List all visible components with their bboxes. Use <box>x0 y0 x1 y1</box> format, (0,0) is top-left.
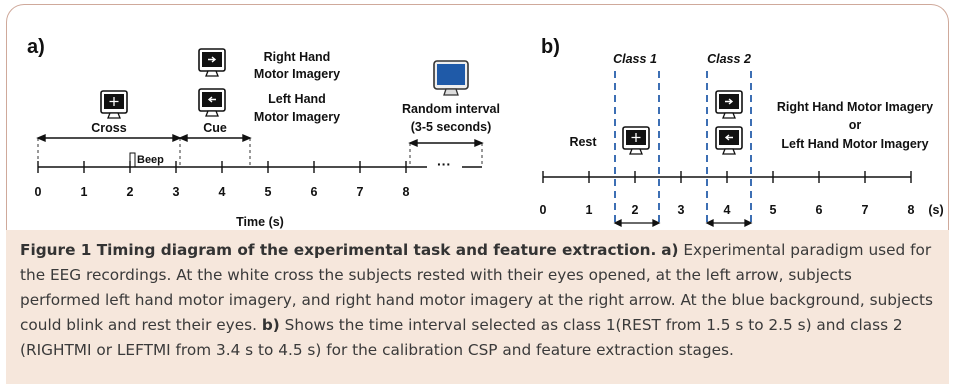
tick-label: 7 <box>862 203 869 217</box>
panel-a-label: a) <box>27 36 45 58</box>
cross-label: Cross <box>91 121 126 135</box>
class-2-label: Class 2 <box>707 52 751 66</box>
monitor-right-arrow-icon <box>715 90 743 119</box>
tick-label: 6 <box>816 203 823 217</box>
beep-label: Beep <box>137 154 164 166</box>
caption-a-label: a) <box>661 241 679 259</box>
panel-a-interval-arrows <box>36 133 484 148</box>
class-window-guides <box>614 71 752 223</box>
monitor-left-arrow-icon <box>715 126 743 155</box>
random-interval-label: Random interval(3-5 seconds) <box>402 102 500 134</box>
monitor-cross-icon <box>622 126 650 155</box>
tick-label: 5 <box>265 185 272 199</box>
caption-a-text: Experimental paradigm used for the EEG r… <box>20 241 934 334</box>
tick-label: 5 <box>770 203 777 217</box>
tick-label: 4 <box>724 203 731 217</box>
panel-b-tick-labels: 0 1 2 3 4 5 6 7 8 <box>540 203 915 217</box>
tick-label: 7 <box>357 185 364 199</box>
monitor-blue-screen-icon <box>433 60 469 96</box>
panel-a-tick-labels: 0 1 2 3 4 5 6 7 8 <box>35 185 410 199</box>
cue-label: Cue <box>203 121 227 135</box>
tick-label: 2 <box>632 203 639 217</box>
panel-b-label: b) <box>541 36 560 58</box>
tick-label: 8 <box>908 203 915 217</box>
tick-label: 0 <box>540 203 547 217</box>
panel-b-unit-label: (s) <box>928 203 943 217</box>
tick-label: 4 <box>219 185 226 199</box>
caption-b-label: b) <box>261 316 280 334</box>
monitor-left-arrow-icon <box>198 88 226 117</box>
tick-label: 3 <box>678 203 685 217</box>
tick-label: 2 <box>127 185 134 199</box>
figure-caption: Figure 1 Timing diagram of the experimen… <box>6 230 949 384</box>
caption-paragraph: Figure 1 Timing diagram of the experimen… <box>20 238 935 363</box>
rest-label: Rest <box>569 135 597 149</box>
tick-label: 1 <box>586 203 593 217</box>
caption-b-text: Shows the time interval selected as clas… <box>20 316 903 359</box>
monitor-cross-icon <box>100 90 128 119</box>
panel-b-tick-marks <box>542 171 912 183</box>
beep-marker <box>129 152 136 168</box>
class-1-label: Class 1 <box>613 52 657 66</box>
panel-a-xlabel: Time (s) <box>236 215 284 229</box>
tick-label: 3 <box>173 185 180 199</box>
window-arrows <box>613 218 753 228</box>
panel-a-tick-marks <box>37 161 407 173</box>
tick-label: 6 <box>311 185 318 199</box>
tick-label: 8 <box>403 185 410 199</box>
tick-label: 0 <box>35 185 42 199</box>
tick-label: 1 <box>81 185 88 199</box>
axis-ellipsis: ··· <box>437 156 451 172</box>
caption-title: Figure 1 Timing diagram of the experimen… <box>20 241 657 259</box>
monitor-right-arrow-icon <box>198 48 226 77</box>
